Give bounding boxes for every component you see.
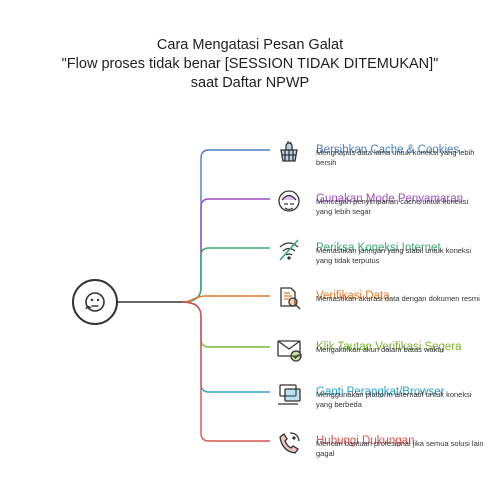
- document-search-icon: [280, 287, 301, 310]
- thinking-face-icon: [72, 279, 118, 325]
- step-description: Mencegah penyimpanan cache untuk koneksi…: [316, 197, 469, 216]
- connector-2: [181, 198, 270, 303]
- step-title: Ganti Perangkat/Browser: [316, 386, 445, 398]
- devices-icon: [278, 384, 301, 405]
- step-description: Mengaktifkan akun dalam batas waktu: [316, 345, 444, 354]
- step-description: Mencari bantuan profesional jika semua s…: [316, 439, 484, 458]
- connector-1: [181, 149, 270, 303]
- step-title: Hubungi Dukungan: [316, 435, 415, 447]
- step-title: Gunakan Mode Penyamaran: [316, 193, 464, 205]
- title-line-1: Cara Mengatasi Pesan Galat: [156, 37, 344, 53]
- wifi-off-icon: [279, 239, 299, 261]
- step-description: Menggunakan platform alternatif untuk ko…: [316, 390, 472, 409]
- connector-4: [181, 295, 270, 303]
- step-title: Verifikasi Data: [316, 290, 390, 302]
- step-description: Menghapus data lama untuk koneksi yang l…: [316, 148, 475, 167]
- phone-support-icon: [279, 432, 300, 454]
- connector-3: [181, 247, 270, 303]
- connector-7: [181, 301, 270, 442]
- item-icons: [277, 141, 302, 454]
- connector-lines: [117, 149, 270, 442]
- title-line-2: "Flow proses tidak benar [SESSION TIDAK …: [61, 56, 439, 72]
- mail-check-icon: [277, 340, 302, 362]
- trash-basket-icon: [280, 141, 298, 162]
- incognito-mask-icon: [278, 190, 300, 212]
- connector-5: [181, 301, 270, 348]
- step-description: Memastikan jaringan yang stabil untuk ko…: [316, 246, 472, 265]
- step-description: Memastikan akurasi data dengan dokumen r…: [316, 294, 480, 303]
- title-line-3: saat Daftar NPWP: [190, 75, 310, 91]
- step-title: Periksa Koneksi Internet: [316, 242, 441, 254]
- step-title: Bersihkan Cache & Cookies: [316, 144, 460, 156]
- diagram-title: Cara Mengatasi Pesan Galat "Flow proses …: [0, 36, 500, 93]
- step-title: Klik Tautan Verifikasi Segera: [316, 341, 462, 353]
